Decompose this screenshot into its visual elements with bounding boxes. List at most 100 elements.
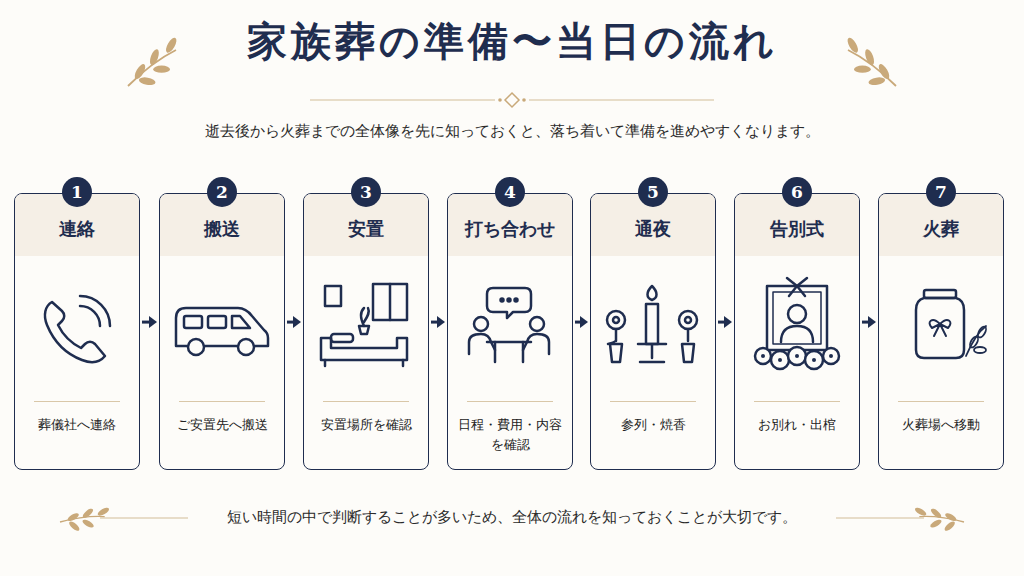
- ornament-circle: [788, 305, 806, 323]
- van-icon: [176, 308, 268, 355]
- ornament-circle: [679, 311, 697, 329]
- step-number: 7: [926, 177, 956, 207]
- ornament-line: [494, 342, 497, 362]
- ornament-g: [761, 354, 833, 362]
- ornament-path: [916, 298, 964, 358]
- ornament-circle: [530, 317, 544, 331]
- flow-arrow: [431, 316, 445, 328]
- subtitle: 逝去後から火葬までの全体像を先に知っておくと、落ち着いて準備を進めやすくなります…: [0, 122, 1024, 141]
- step-card: 通夜5参列・焼香: [590, 193, 716, 470]
- ornament-g: [755, 347, 839, 369]
- arrow-part: [718, 321, 725, 324]
- ornament-circle: [474, 317, 488, 331]
- divider-line: [179, 401, 266, 402]
- ornament-path: [610, 344, 622, 362]
- divider-line: [323, 401, 410, 402]
- divider-line: [754, 401, 841, 402]
- ornament-circle: [607, 311, 625, 329]
- ornament-circle: [188, 339, 204, 355]
- ornament-path: [648, 286, 657, 300]
- arrow-part: [868, 316, 876, 328]
- ornament-path: [361, 308, 369, 326]
- step-card: 連絡1葬儀社へ連絡: [14, 193, 140, 470]
- ornament-path: [80, 306, 100, 326]
- ornament-path: [80, 296, 110, 326]
- step-description: ご安置先へ搬送: [166, 415, 278, 435]
- ornament-circle: [501, 299, 504, 302]
- step-description: 葬儀社へ連絡: [21, 415, 133, 435]
- ornament-path: [45, 302, 105, 362]
- step-card: 打ち合わせ4日程・費用・内容を確認: [447, 193, 573, 470]
- ornament-line: [836, 518, 924, 519]
- step-description: お別れ・出棺: [741, 415, 853, 435]
- ornament-path: [523, 334, 549, 354]
- step-description: 参列・焼香: [597, 415, 709, 435]
- arrow-part: [862, 321, 869, 324]
- ornament-path: [487, 288, 531, 318]
- divider-line: [610, 401, 697, 402]
- ornament-path: [781, 326, 813, 342]
- ornament-line: [487, 341, 531, 344]
- arrow-part: [724, 316, 732, 328]
- arrow-part: [580, 316, 588, 328]
- ornament-rect: [331, 334, 353, 342]
- title: 家族葬の準備〜当日の流れ: [0, 14, 1024, 69]
- ornament-circle: [685, 317, 691, 323]
- arrow-part: [142, 321, 150, 324]
- ornament-circle: [613, 317, 619, 323]
- phone-icon: [45, 296, 110, 362]
- portrait-icon: [755, 278, 839, 369]
- arrow-part: [287, 321, 294, 324]
- ornament-circle: [812, 358, 816, 362]
- ornament-rect: [373, 284, 407, 320]
- ornament-path: [682, 344, 694, 362]
- ornament-rect: [767, 286, 827, 350]
- candle-icon: [607, 286, 697, 362]
- ornament-circle: [771, 351, 789, 369]
- flow-arrow: [287, 316, 301, 328]
- ornament-use: [912, 490, 964, 541]
- ornament-line: [389, 284, 392, 320]
- ornament-circle: [788, 347, 806, 365]
- ornament-line: [100, 518, 188, 519]
- arrow-part: [149, 316, 157, 328]
- ornament-use: [60, 490, 112, 541]
- step-number: 1: [62, 177, 92, 207]
- step-card: 火葬7火葬場へ移動: [878, 193, 1004, 470]
- step-heading: 搬送: [204, 217, 240, 241]
- ornament-circle: [238, 339, 254, 355]
- ornament-ellipse: [974, 347, 986, 353]
- flow-arrow: [862, 316, 876, 328]
- step-number: 2: [207, 177, 237, 207]
- step-heading: 火葬: [923, 217, 959, 241]
- ornament-path: [505, 93, 519, 107]
- ornament-circle: [795, 354, 799, 358]
- step-number: 3: [351, 177, 381, 207]
- ornament-circle: [805, 351, 823, 369]
- ornament-line: [529, 100, 714, 101]
- ornament-path: [232, 316, 250, 328]
- ornament-ellipse: [976, 325, 987, 338]
- ornament-circle: [823, 348, 839, 364]
- arrow-part: [437, 316, 445, 328]
- step-heading: 通夜: [635, 217, 671, 241]
- ornament-line: [402, 360, 405, 366]
- urn-icon: [916, 290, 988, 358]
- ornament-circle: [522, 98, 526, 102]
- ornament-rect: [208, 316, 226, 328]
- ornament-path: [787, 278, 807, 296]
- step-heading: 安置: [348, 217, 384, 241]
- ornament-circle: [508, 299, 511, 302]
- ornament-circle: [515, 299, 518, 302]
- step-card: 搬送2ご安置先へ搬送: [159, 193, 285, 470]
- step-number: 5: [638, 177, 668, 207]
- ornament-path: [930, 320, 951, 336]
- step-card: 告別式6お別れ・出棺: [734, 193, 860, 470]
- ornament-line: [310, 100, 495, 101]
- ornament-path: [687, 329, 690, 341]
- ornament-path: [469, 334, 495, 354]
- step-card: 安置3安置場所を確認: [303, 193, 429, 470]
- flow-arrow: [575, 316, 588, 328]
